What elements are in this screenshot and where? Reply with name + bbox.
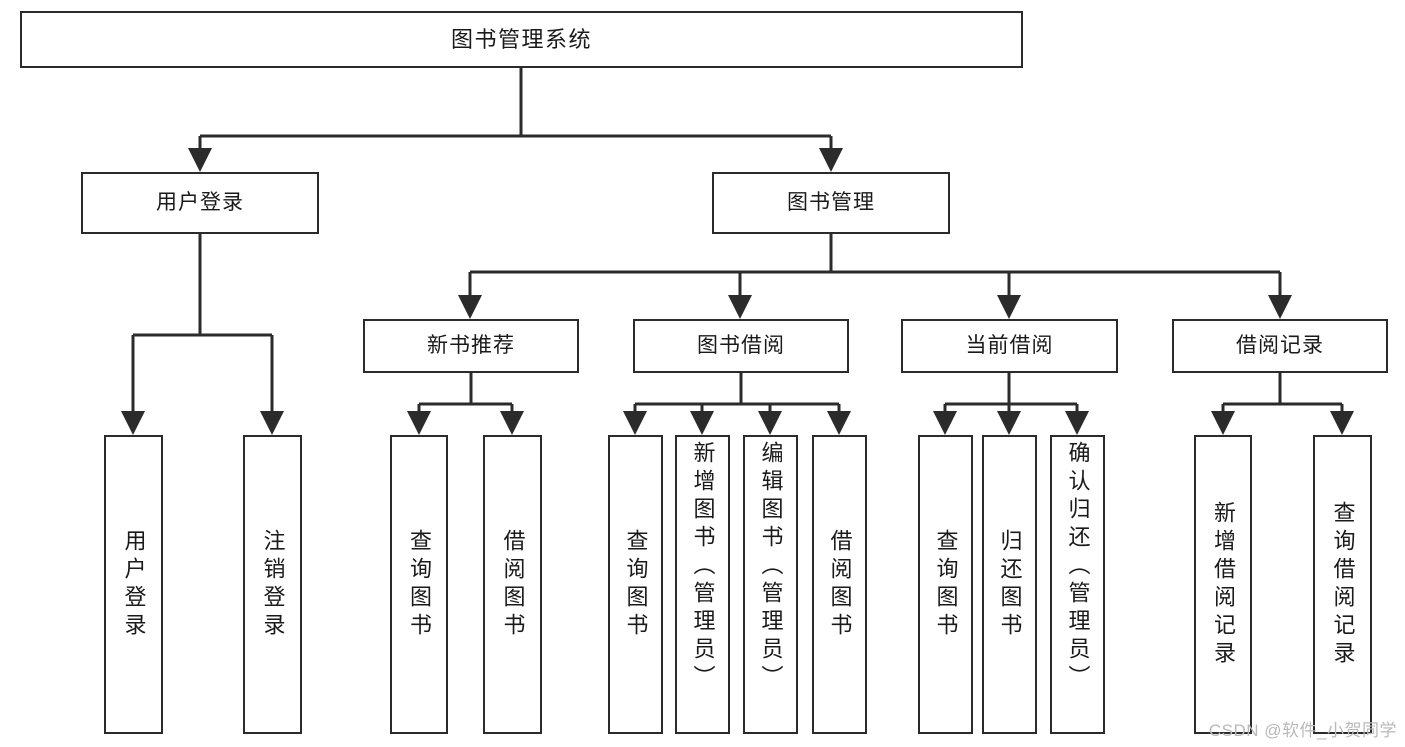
node-leaf-logout[interactable]: 注销登录 <box>243 435 302 734</box>
node-book-borrow-label: 图书借阅 <box>697 333 785 357</box>
node-leaf-borrow-book-1-label: 借阅图书 <box>500 528 526 641</box>
node-leaf-query-book-3-label: 查询图书 <box>933 528 959 641</box>
node-current-borrow-label: 当前借阅 <box>965 333 1054 357</box>
node-leaf-logout-label: 注销登录 <box>260 528 286 641</box>
node-leaf-edit-book-admin[interactable]: 编辑图书（管理员） <box>743 435 798 734</box>
node-root-label: 图书管理系统 <box>450 26 592 52</box>
node-leaf-query-borrow-record-label: 查询借阅记录 <box>1330 500 1356 669</box>
node-leaf-confirm-return-label: 确认归还（管理员） <box>1065 441 1091 693</box>
node-leaf-query-borrow-record[interactable]: 查询借阅记录 <box>1313 435 1372 734</box>
node-root[interactable]: 图书管理系统 <box>20 11 1023 68</box>
node-leaf-return-book-label: 归还图书 <box>997 528 1023 641</box>
node-leaf-query-book-2-label: 查询图书 <box>623 528 649 641</box>
node-leaf-add-borrow-record[interactable]: 新增借阅记录 <box>1194 435 1252 734</box>
node-book-management[interactable]: 图书管理 <box>712 172 950 234</box>
node-book-management-label: 图书管理 <box>787 190 875 214</box>
node-new-book-recommend-label: 新书推荐 <box>427 333 515 357</box>
node-borrow-record-label: 借阅记录 <box>1236 333 1324 357</box>
node-leaf-borrow-book-2-label: 借阅图书 <box>827 528 853 641</box>
node-leaf-add-book-admin-label: 新增图书（管理员） <box>690 441 716 693</box>
csdn-watermark: CSDN @软件_小贺同学 <box>1208 721 1397 740</box>
node-leaf-query-book-1-label: 查询图书 <box>407 528 432 641</box>
node-user-login-label: 用户登录 <box>156 190 244 214</box>
node-current-borrow[interactable]: 当前借阅 <box>901 319 1118 373</box>
node-leaf-edit-book-admin-label: 编辑图书（管理员） <box>758 441 784 693</box>
node-leaf-borrow-book-2[interactable]: 借阅图书 <box>812 435 867 734</box>
node-leaf-query-book-1[interactable]: 查询图书 <box>390 435 448 734</box>
node-leaf-user-login[interactable]: 用户登录 <box>104 435 163 734</box>
node-leaf-user-login-label: 用户登录 <box>121 528 147 641</box>
node-leaf-query-book-3[interactable]: 查询图书 <box>918 435 973 734</box>
node-leaf-query-book-2[interactable]: 查询图书 <box>608 435 663 734</box>
node-leaf-add-borrow-record-label: 新增借阅记录 <box>1211 500 1236 669</box>
node-new-book-recommend[interactable]: 新书推荐 <box>363 319 579 373</box>
node-borrow-record[interactable]: 借阅记录 <box>1172 319 1388 373</box>
node-user-login[interactable]: 用户登录 <box>81 172 319 234</box>
node-leaf-borrow-book-1[interactable]: 借阅图书 <box>483 435 542 734</box>
node-leaf-return-book[interactable]: 归还图书 <box>982 435 1037 734</box>
node-leaf-add-book-admin[interactable]: 新增图书（管理员） <box>675 435 730 734</box>
node-book-borrow[interactable]: 图书借阅 <box>633 319 849 373</box>
node-leaf-confirm-return[interactable]: 确认归还（管理员） <box>1050 435 1105 734</box>
